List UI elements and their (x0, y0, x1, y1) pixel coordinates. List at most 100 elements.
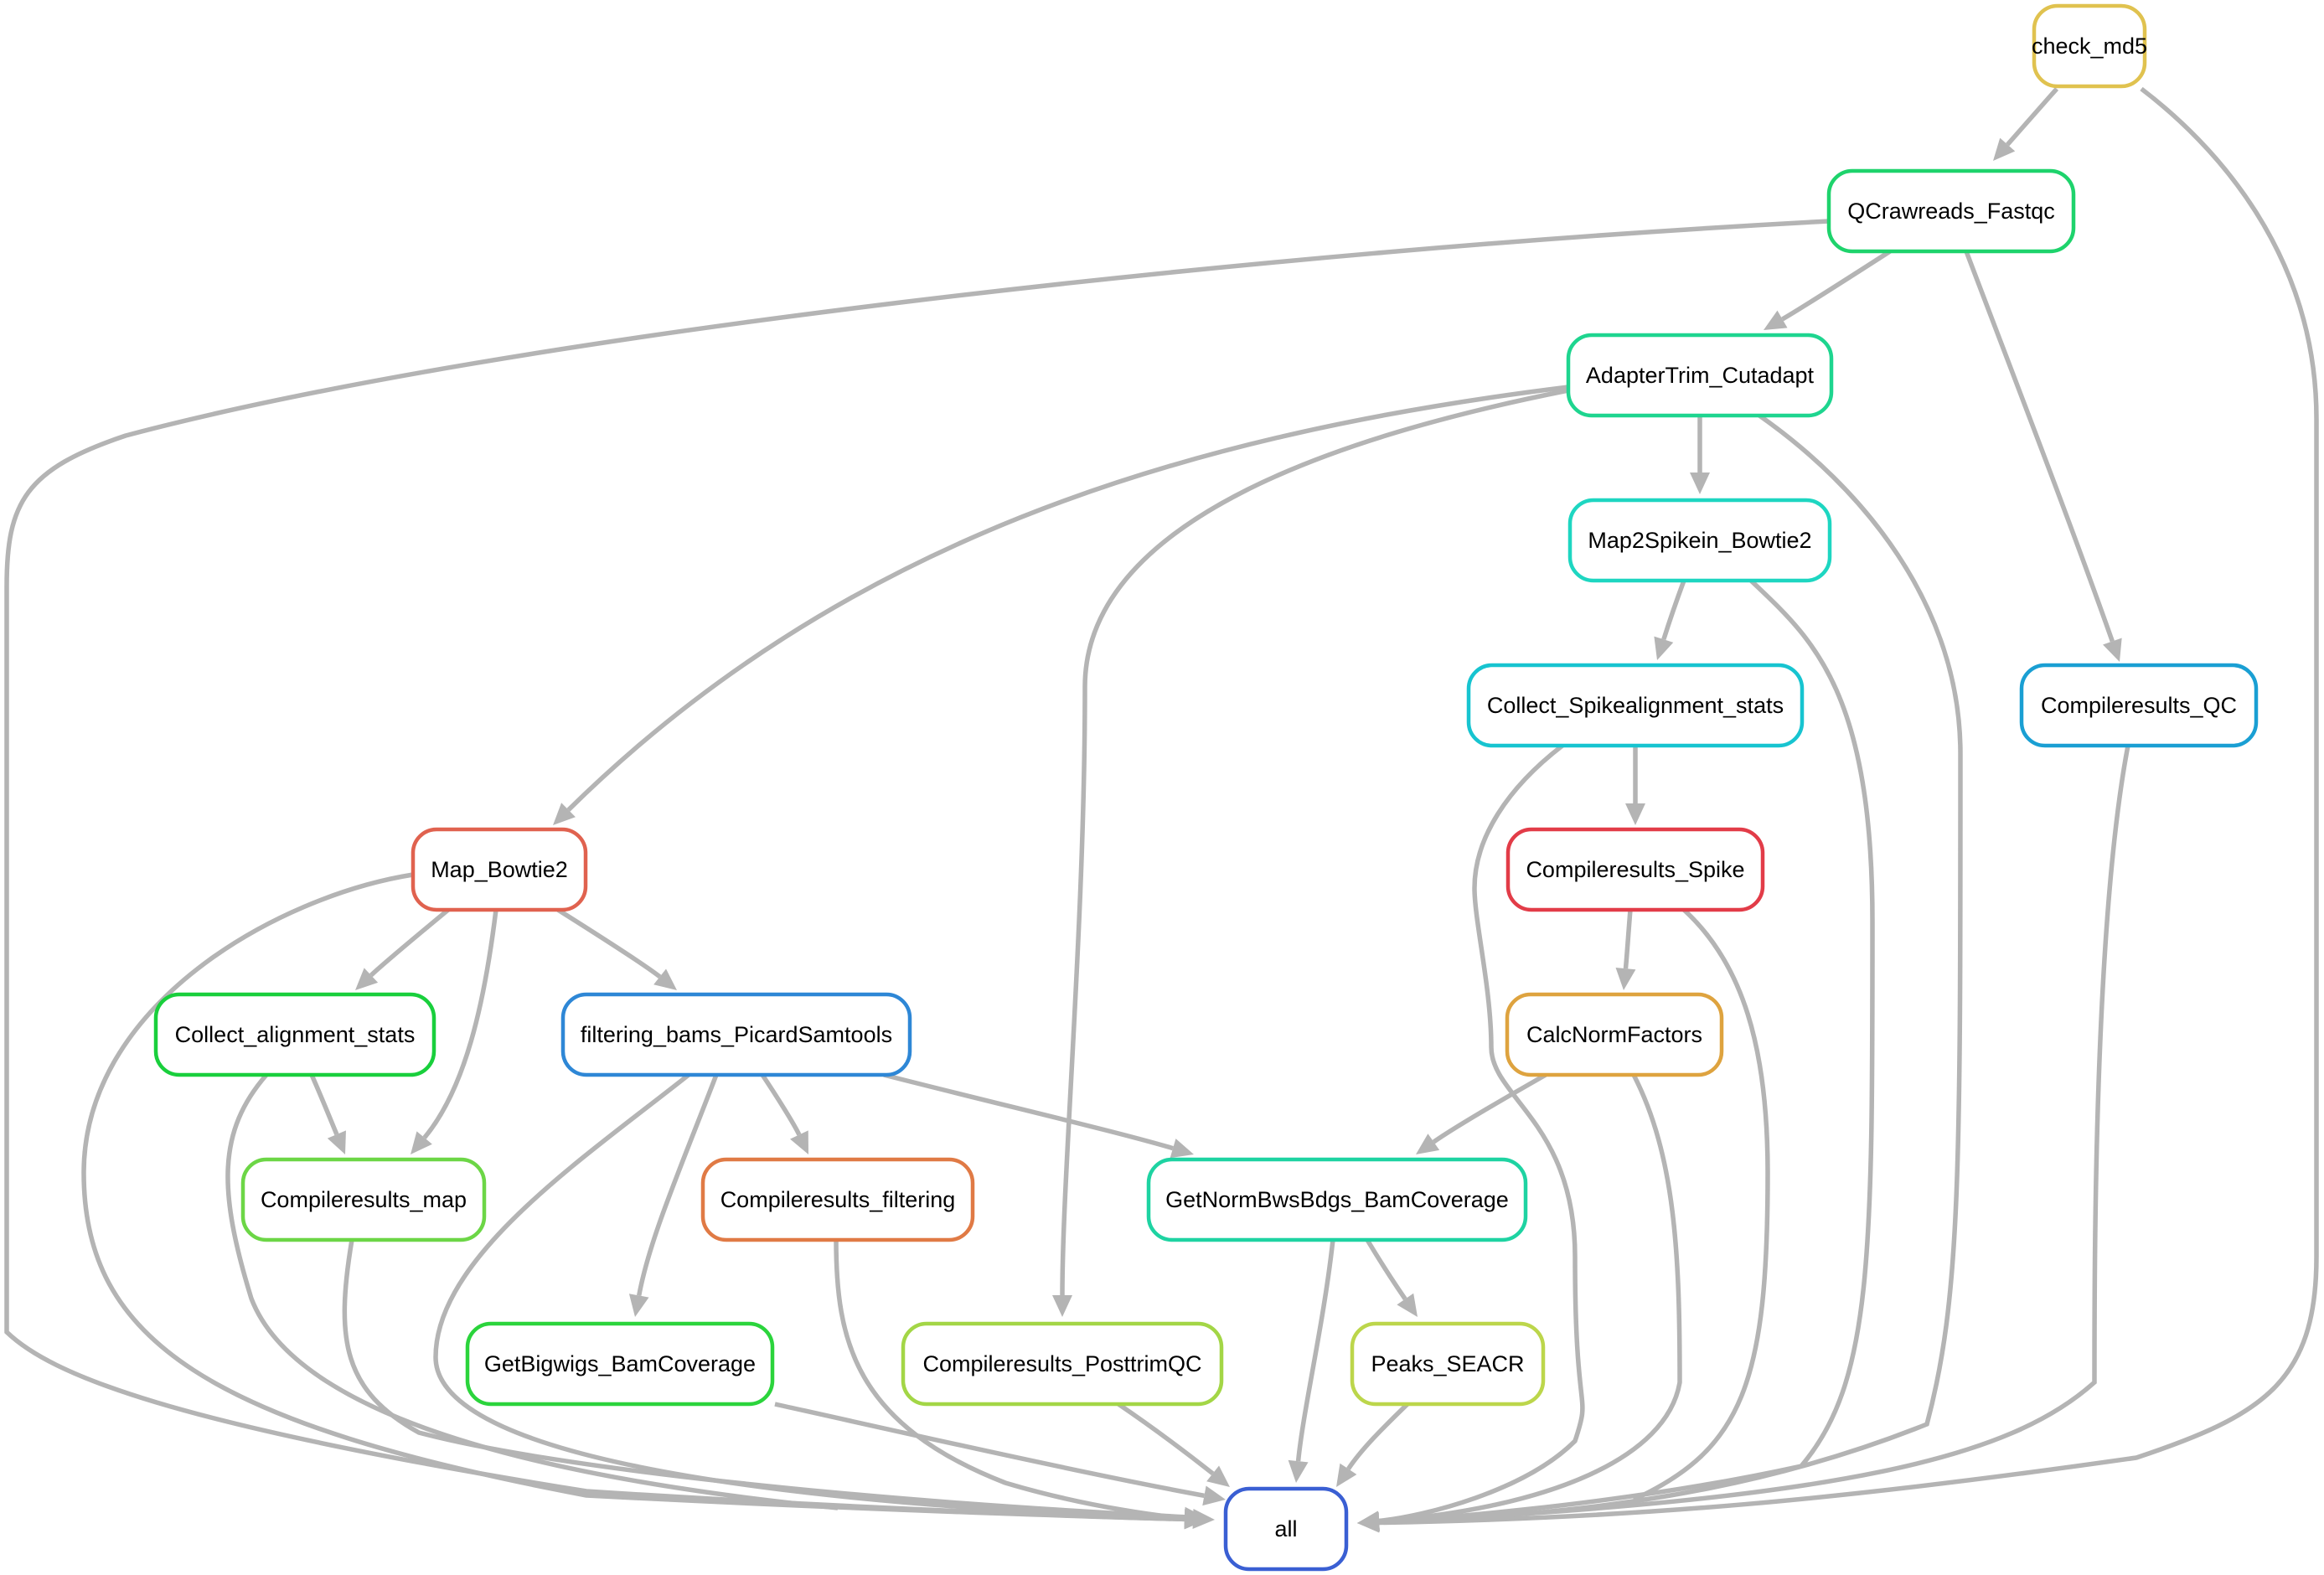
edge-Map2Spikein_Bowtie2-to-Collect_Spikealignment_stats (1654, 580, 1686, 660)
arrowhead-icon (1397, 1293, 1418, 1317)
edge-line (1623, 909, 1633, 969)
edge-Collect_Spikealignment_stats-to-Compileresults_Spike (1625, 746, 1645, 825)
edge-QCrawreads_Fastqc-to-AdapterTrim_Cutadapt (1764, 249, 1892, 330)
node-Compileresults_QC[interactable]: Compileresults_QC (2019, 663, 2259, 748)
edge-filtering_bams_PicardSamtools-to-GetNormBwsBdgs_BamCoverage (883, 1072, 1194, 1159)
edge-line (1378, 743, 1585, 1524)
node-box (153, 992, 436, 1077)
edge-check_md5-to-QCrawreads_Fastqc (1993, 87, 2059, 161)
node-filtering_bams_PicardSamtools[interactable]: filtering_bams_PicardSamtools (560, 992, 912, 1077)
edge-Compileresults_filtering-to-all (834, 1239, 1215, 1529)
node-label: all (1274, 1516, 1297, 1541)
node-Map2Spikein_Bowtie2[interactable]: Map2Spikein_Bowtie2 (1567, 498, 1832, 583)
edge-line (1295, 1239, 1335, 1462)
node-label: AdapterTrim_Cutadapt (1586, 363, 1815, 388)
arrowhead-icon (628, 1294, 649, 1317)
edge-line (1365, 1238, 1407, 1301)
node-box (240, 1157, 487, 1242)
edge-line (81, 872, 1189, 1522)
node-GetNormBwsBdgs_BamCoverage[interactable]: GetNormBwsBdgs_BamCoverage (1146, 1157, 1528, 1242)
node-box (700, 1157, 975, 1242)
node-box (1505, 827, 1765, 912)
node-label: Compileresults_PosttrimQC (922, 1351, 1201, 1376)
arrowhead-icon (1052, 1295, 1072, 1317)
edge-filtering_bams_PicardSamtools-to-Compileresults_filtering (760, 1073, 808, 1154)
arrowhead-icon (355, 968, 379, 990)
edge-line (760, 1073, 802, 1136)
edge-line (369, 907, 450, 978)
node-box (1505, 992, 1724, 1077)
node-Collect_alignment_stats[interactable]: Collect_alignment_stats (153, 992, 436, 1077)
edge-line (1060, 388, 1569, 1296)
arrowhead-icon (1615, 967, 1636, 990)
node-QCrawreads_Fastqc[interactable]: QCrawreads_Fastqc (1826, 168, 2076, 254)
node-check_md5[interactable]: check_md5 (2032, 3, 2147, 89)
node-Compileresults_PosttrimQC[interactable]: Compileresults_PosttrimQC (901, 1321, 1224, 1407)
edge-CalcNormFactors-to-all (1357, 1073, 1682, 1531)
edge-filtering_bams_PicardSamtools-to-GetBigwigs_BamCoverage (628, 1074, 719, 1317)
edge-line (225, 1073, 839, 1510)
node-label: check_md5 (2032, 34, 2147, 59)
arrowhead-icon (1993, 137, 2016, 161)
node-label: QCrawreads_Fastqc (1847, 199, 2055, 224)
arrowhead-icon (1357, 1511, 1380, 1531)
edge-line (1781, 249, 1892, 322)
node-box (1566, 333, 1834, 418)
arrowhead-icon (1192, 1508, 1215, 1529)
node-label: GetBigwigs_BamCoverage (484, 1351, 756, 1376)
arrowhead-icon (1416, 1133, 1440, 1154)
edge-Map_Bowtie2-to-filtering_bams_PicardSamtools (556, 907, 677, 990)
node-Compileresults_Spike[interactable]: Compileresults_Spike (1505, 827, 1765, 912)
arrowhead-icon (1764, 310, 1788, 330)
node-GetBigwigs_BamCoverage[interactable]: GetBigwigs_BamCoverage (465, 1321, 775, 1407)
edge-AdapterTrim_Cutadapt-to-Map2Spikein_Bowtie2 (1690, 416, 1710, 494)
arrowhead-icon (1288, 1459, 1309, 1483)
edge-Compileresults_Spike-to-CalcNormFactors (1615, 909, 1636, 990)
arrowhead-icon (1206, 1465, 1230, 1487)
edge-Map_Bowtie2-to-Collect_alignment_stats (355, 907, 450, 990)
node-box (901, 1321, 1224, 1407)
node-label: Compileresults_map (261, 1187, 467, 1212)
edge-line (1632, 907, 1770, 1502)
edge-line (1432, 1072, 1547, 1144)
edge-line (1964, 250, 2115, 643)
edge-line (1378, 86, 2319, 1526)
node-label: Map2Spikein_Bowtie2 (1588, 528, 1811, 553)
node-all[interactable]: all (1223, 1486, 1349, 1572)
arrowhead-icon (1690, 472, 1710, 494)
edge-line (1378, 745, 2130, 1525)
edge-AdapterTrim_Cutadapt-to-Compileresults_PosttrimQC (1052, 388, 1569, 1317)
edge-line (433, 1072, 1185, 1521)
node-box (1146, 1157, 1528, 1242)
node-box (2019, 663, 2259, 748)
edge-line (1117, 1402, 1215, 1476)
node-AdapterTrim_Cutadapt[interactable]: AdapterTrim_Cutadapt (1566, 333, 1834, 418)
arrowhead-icon (790, 1130, 808, 1154)
edge-line (342, 1239, 1185, 1520)
node-box (1350, 1321, 1546, 1407)
edge-GetBigwigs_BamCoverage-to-all (774, 1402, 1226, 1506)
node-Collect_Spikealignment_stats[interactable]: Collect_Spikealignment_stats (1466, 663, 1805, 748)
node-Compileresults_filtering[interactable]: Compileresults_filtering (700, 1157, 975, 1242)
node-label: Peaks_SEACR (1371, 1351, 1524, 1376)
node-Peaks_SEACR[interactable]: Peaks_SEACR (1350, 1321, 1546, 1407)
arrowhead-icon (1170, 1139, 1194, 1159)
node-box (411, 827, 588, 912)
node-Compileresults_map[interactable]: Compileresults_map (240, 1157, 487, 1242)
edge-Peaks_SEACR-to-all (1336, 1402, 1409, 1487)
edge-QCrawreads_Fastqc-to-Compileresults_QC (1964, 250, 2122, 662)
edge-Collect_alignment_stats-to-Compileresults_map (309, 1073, 346, 1154)
node-label: Compileresults_filtering (720, 1187, 956, 1212)
node-CalcNormFactors[interactable]: CalcNormFactors (1505, 992, 1724, 1077)
node-layer: check_md5QCrawreads_FastqcAdapterTrim_Cu… (153, 3, 2259, 1572)
edge-line (566, 385, 1569, 812)
arrowhead-icon (327, 1130, 346, 1154)
node-label: Collect_alignment_stats (175, 1022, 416, 1047)
node-box (465, 1321, 775, 1407)
node-box (1223, 1486, 1349, 1572)
node-box (560, 992, 912, 1077)
edge-CalcNormFactors-to-GetNormBwsBdgs_BamCoverage (1416, 1072, 1547, 1154)
node-Map_Bowtie2[interactable]: Map_Bowtie2 (411, 827, 588, 912)
edge-GetNormBwsBdgs_BamCoverage-to-all (1288, 1239, 1335, 1483)
